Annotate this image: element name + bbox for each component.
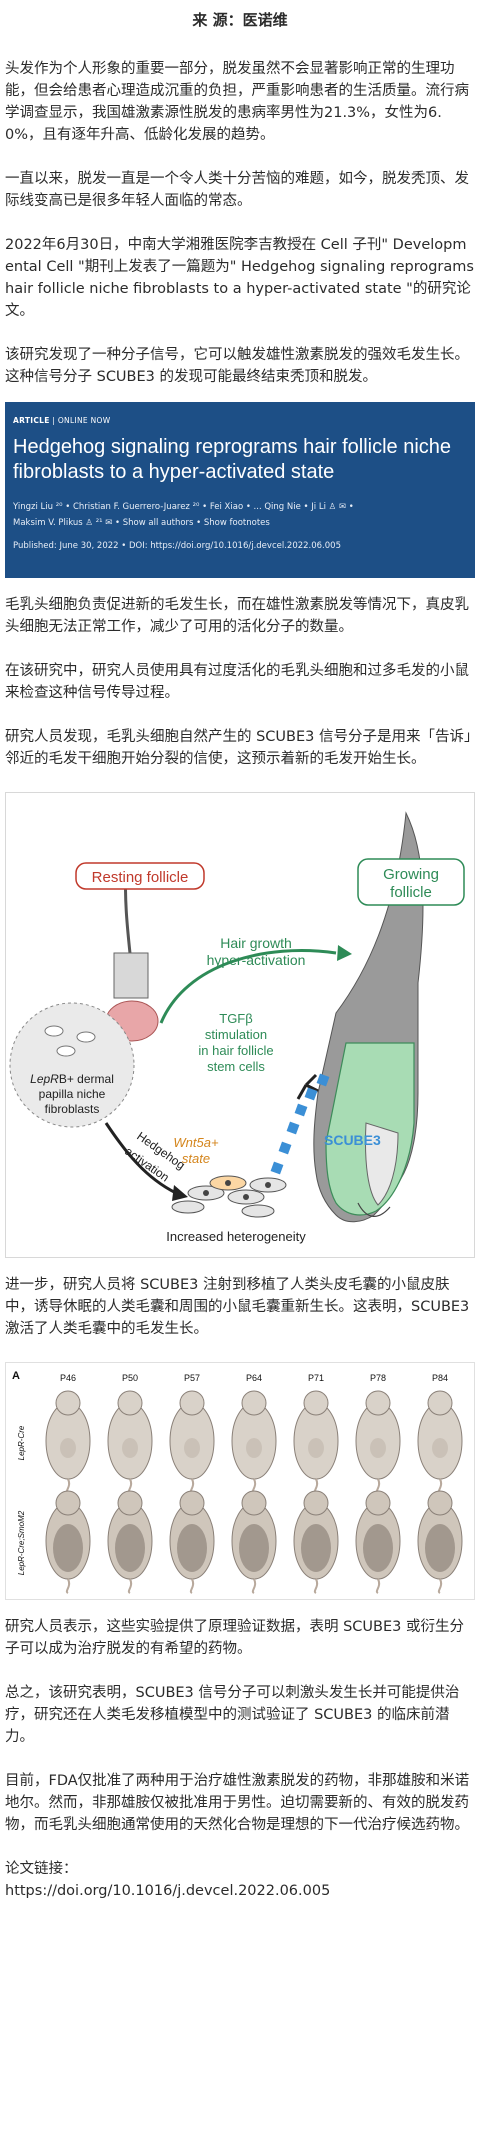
hair-patch [177, 1524, 207, 1572]
mouse-tail [65, 1578, 71, 1594]
mouse-tail [189, 1578, 195, 1594]
article-tag: ARTICLE | ONLINE NOW [13, 416, 111, 425]
growing-follicle-shape [313, 811, 424, 1223]
article-banner[interactable]: ARTICLE | ONLINE NOW Hedgehog signaling … [5, 402, 475, 578]
paragraph-intro: 头发作为个人形象的重要一部分，脱发虽然不会显著影响正常的生理功能，但会给患者心理… [5, 61, 469, 143]
label-tgf-3: in hair follicle [198, 1043, 273, 1058]
mouse-row-mutant [45, 1490, 463, 1594]
label-resting-follicle: Resting follicle [92, 869, 189, 886]
age-label-P57: P57 [184, 1373, 200, 1383]
fibroblast-cluster [171, 1175, 287, 1218]
article-title[interactable]: Hedgehog signaling reprograms hair folli… [13, 436, 452, 483]
paragraph-2: 一直以来，脱发一直是一个令人类十分苦恼的难题，如今，脱发秃顶、发际线变高已是很多… [5, 171, 469, 209]
hair-patch [425, 1524, 455, 1572]
label-heterogeneity: Increased heterogeneity [166, 1229, 306, 1244]
mouse-head [427, 1390, 453, 1416]
row-label-mutant: LepR-Cre;SmoM2 [17, 1510, 26, 1575]
mouse-head [55, 1390, 81, 1416]
label-lepr-1: LepRB+ dermal [30, 1072, 114, 1086]
hair-patch [363, 1524, 393, 1572]
hair-patch [60, 1438, 76, 1458]
label-lepr-2: papilla niche [39, 1087, 106, 1101]
label-hair-growth-1: Hair growth [220, 935, 292, 951]
paragraph-11: 目前，FDA仅批准了两种用于治疗雄性激素脱发的药物，非那雄胺和米诺地尔。然而，非… [5, 1773, 470, 1833]
paper-link-url[interactable]: https://doi.org/10.1016/j.devcel.2022.06… [5, 1883, 331, 1899]
label-wnt-1: Wnt5a+ [173, 1135, 219, 1150]
age-label-P50: P50 [122, 1373, 138, 1383]
mouse-tail [251, 1578, 257, 1594]
hair-patch [301, 1524, 331, 1572]
article-published: Published: June 30, 2022 • DOI: https://… [13, 541, 341, 551]
label-tgf-2: stimulation [205, 1027, 267, 1042]
hair-patch [432, 1438, 448, 1458]
label-growing-2: follicle [390, 884, 432, 901]
hair-patch [308, 1438, 324, 1458]
age-label-P84: P84 [432, 1373, 448, 1383]
paragraph-9: 研究人员表示，这些实验提供了原理验证数据，表明 SCUBE3 或衍生分子可以成为… [5, 1619, 464, 1657]
hair-patch [239, 1524, 269, 1572]
mouse-tail [127, 1578, 133, 1594]
age-label-P71: P71 [308, 1373, 324, 1383]
mouse-head [427, 1490, 453, 1516]
paragraph-6: 在该研究中，研究人员使用具有过度活化的毛乳头细胞和过多毛发的小鼠来检查这种信号传… [5, 663, 469, 701]
mouse-head [241, 1490, 267, 1516]
row-label-control: LepR-Cre [17, 1425, 26, 1460]
age-label-P64: P64 [246, 1373, 262, 1383]
paragraph-7: 研究人员发现，毛乳头细胞自然产生的 SCUBE3 信号分子是用来「告诉」邻近的毛… [5, 729, 472, 767]
paragraph-4: 该研究发现了一种分子信号，它可以触发雄性激素脱发的强效毛发生长。这种信号分子 S… [5, 347, 469, 385]
mouse-head [365, 1390, 391, 1416]
mouse-head [365, 1490, 391, 1516]
panel-label: A [12, 1370, 20, 1382]
label-wnt-2: state [182, 1151, 210, 1166]
age-labels: P46 P50 P57 P64 P71 P78 P84 [60, 1373, 448, 1383]
mouse-tail [375, 1578, 381, 1594]
label-lepr-3: fibroblasts [45, 1102, 100, 1116]
hair-patch [246, 1438, 262, 1458]
mouse-head [303, 1390, 329, 1416]
paragraph-10: 总之，该研究表明，SCUBE3 信号分子可以刺激头发生长并可能提供治疗，研究还在… [5, 1685, 460, 1745]
label-tgf-4: stem cells [207, 1059, 265, 1074]
hair-patch [370, 1438, 386, 1458]
label-scube3: SCUBE3 [324, 1132, 381, 1148]
paragraph-5: 毛乳头细胞负责促进新的毛发生长，而在雄性激素脱发等情况下，真皮乳头细胞无法正常工… [5, 597, 469, 635]
mouse-head [179, 1390, 205, 1416]
source-line: 来 源：医诺维 [192, 11, 288, 29]
mouse-head [241, 1390, 267, 1416]
mouse-head [55, 1490, 81, 1516]
hair-patch [122, 1438, 138, 1458]
mouse-head [117, 1490, 143, 1516]
paragraph-8: 进一步，研究人员将 SCUBE3 注射到移植了人类头皮毛囊的小鼠皮肤中，诱导休眠… [5, 1277, 470, 1337]
age-label-P78: P78 [370, 1373, 386, 1383]
mouse-tail [437, 1578, 443, 1594]
mouse-head [179, 1490, 205, 1516]
label-hair-growth-2: hyper-activation [207, 952, 306, 968]
mice-figure: A P46 P50 P57 P64 P71 P78 P84 LepR-Cre LepR-Cr… [5, 1362, 475, 1600]
label-tgf-1: TGFβ [219, 1011, 252, 1026]
paper-link-label: 论文链接： [5, 1861, 78, 1877]
mouse-tail [313, 1578, 319, 1594]
hair-patch [115, 1524, 145, 1572]
mouse-row-control [45, 1390, 463, 1494]
mechanism-diagram: Resting follicle Growing follicle Hair g… [5, 792, 475, 1258]
age-label-P46: P46 [60, 1373, 76, 1383]
hair-patch [184, 1438, 200, 1458]
hair-patch [53, 1524, 83, 1572]
mouse-head [303, 1490, 329, 1516]
article-authors: Yingzi Liu ²⁰ • Christian F. Guerrero-Ju… [13, 502, 354, 528]
paragraph-3: 2022年6月30日，中南大学湘雅医院李吉教授在 Cell 子刊" Develo… [5, 237, 474, 319]
mouse-head [117, 1390, 143, 1416]
label-growing-1: Growing [383, 866, 439, 883]
